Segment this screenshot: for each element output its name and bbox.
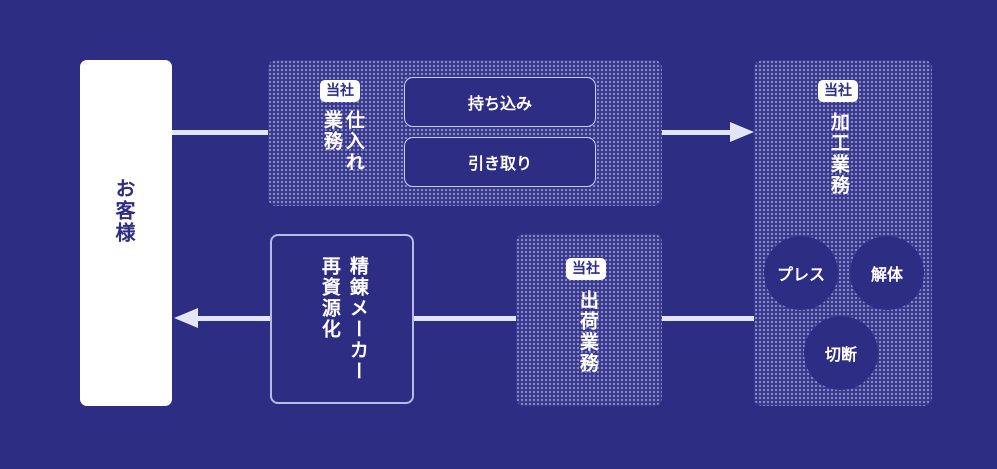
shipping-box: 当社 出荷業務 bbox=[516, 234, 662, 406]
refiner-title-col2: 再資源化 bbox=[318, 256, 341, 340]
option-drop-off: 持ち込み bbox=[404, 77, 596, 127]
connector-refiner-to-customer bbox=[196, 316, 270, 321]
processing-company-badge: 当社 bbox=[818, 80, 858, 102]
shipping-title: 出荷業務 bbox=[576, 290, 599, 374]
purchasing-title-col1: 仕入れ bbox=[342, 110, 365, 173]
option-pick-up: 引き取り bbox=[404, 137, 596, 187]
purchasing-company-badge: 当社 bbox=[320, 80, 360, 102]
connector-purchasing-to-processing bbox=[662, 130, 734, 135]
customer-label: お客様 bbox=[112, 178, 136, 244]
processing-box: 当社 加工業務 プレス 解体 切断 bbox=[754, 60, 932, 406]
shipping-company-badge: 当社 bbox=[566, 258, 606, 280]
method-press: プレス bbox=[764, 236, 838, 310]
processing-title: 加工業務 bbox=[827, 112, 850, 196]
method-cutting: 切断 bbox=[804, 316, 878, 390]
purchasing-title-col2: 業務 bbox=[320, 110, 343, 152]
arrow-to-processing bbox=[730, 122, 754, 142]
connector-customer-to-purchasing bbox=[172, 130, 268, 135]
arrow-to-customer bbox=[174, 308, 198, 328]
refiner-box: 精錬メーカー 再資源化 bbox=[270, 234, 414, 404]
purchasing-box: 当社 仕入れ 業務 持ち込み 引き取り bbox=[268, 60, 662, 206]
method-dismantle: 解体 bbox=[850, 236, 924, 310]
connector-shipping-to-refiner bbox=[414, 316, 516, 321]
connector-processing-to-shipping bbox=[662, 316, 754, 321]
customer-box: お客様 bbox=[80, 60, 172, 406]
refiner-title-col1: 精錬メーカー bbox=[346, 256, 369, 382]
